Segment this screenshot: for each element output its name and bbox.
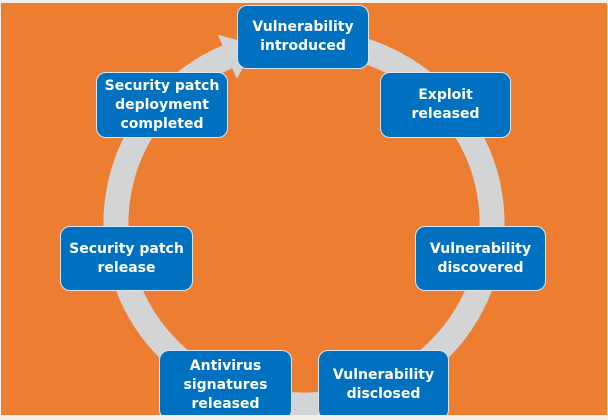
node-vulnerability-introduced: Vulnerability introduced	[237, 5, 369, 69]
diagram-canvas: Vulnerability introduced Exploit release…	[1, 3, 607, 415]
node-antivirus-signatures-released: Antivirus signatures released	[159, 350, 292, 415]
node-security-patch-release: Security patch release	[60, 226, 193, 291]
node-vulnerability-disclosed: Vulnerability disclosed	[318, 350, 449, 415]
node-exploit-released: Exploit released	[380, 72, 511, 138]
node-vulnerability-discovered: Vulnerability discovered	[415, 226, 546, 291]
node-security-patch-deployment-completed: Security patch deployment completed	[96, 72, 228, 138]
